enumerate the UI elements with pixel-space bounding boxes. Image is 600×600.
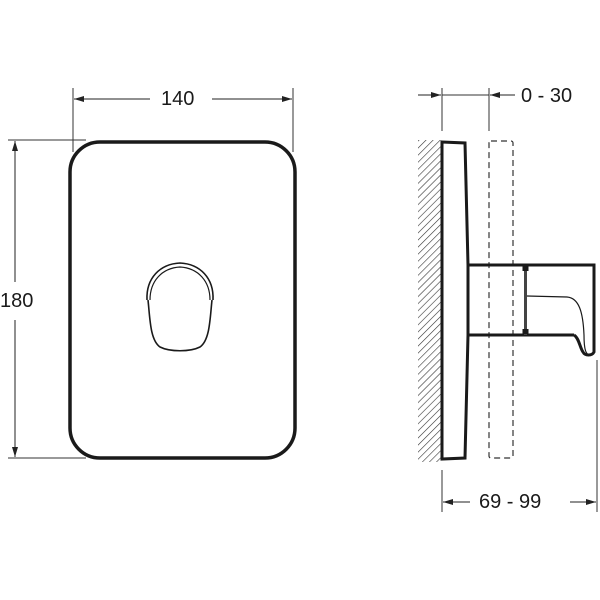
depth-dimension-label: 69 - 99 — [476, 492, 545, 512]
cover-plate-outline — [68, 140, 297, 460]
front-view — [8, 88, 297, 460]
depth-dimension — [441, 360, 598, 512]
control-handle — [146, 262, 214, 352]
side-view — [418, 88, 598, 512]
height-dimension — [8, 139, 86, 459]
projection-dimension — [418, 88, 515, 131]
spout-body — [467, 263, 596, 357]
width-dimension — [60, 88, 294, 152]
projection-dimension-label: 0 - 30 — [521, 85, 573, 107]
wall-hatch — [418, 140, 441, 462]
cover-plate-side — [440, 140, 470, 461]
extended-plate-dashed — [488, 140, 514, 459]
width-dimension-label: 140 — [158, 89, 198, 109]
height-dimension-label: 180 — [0, 291, 37, 311]
